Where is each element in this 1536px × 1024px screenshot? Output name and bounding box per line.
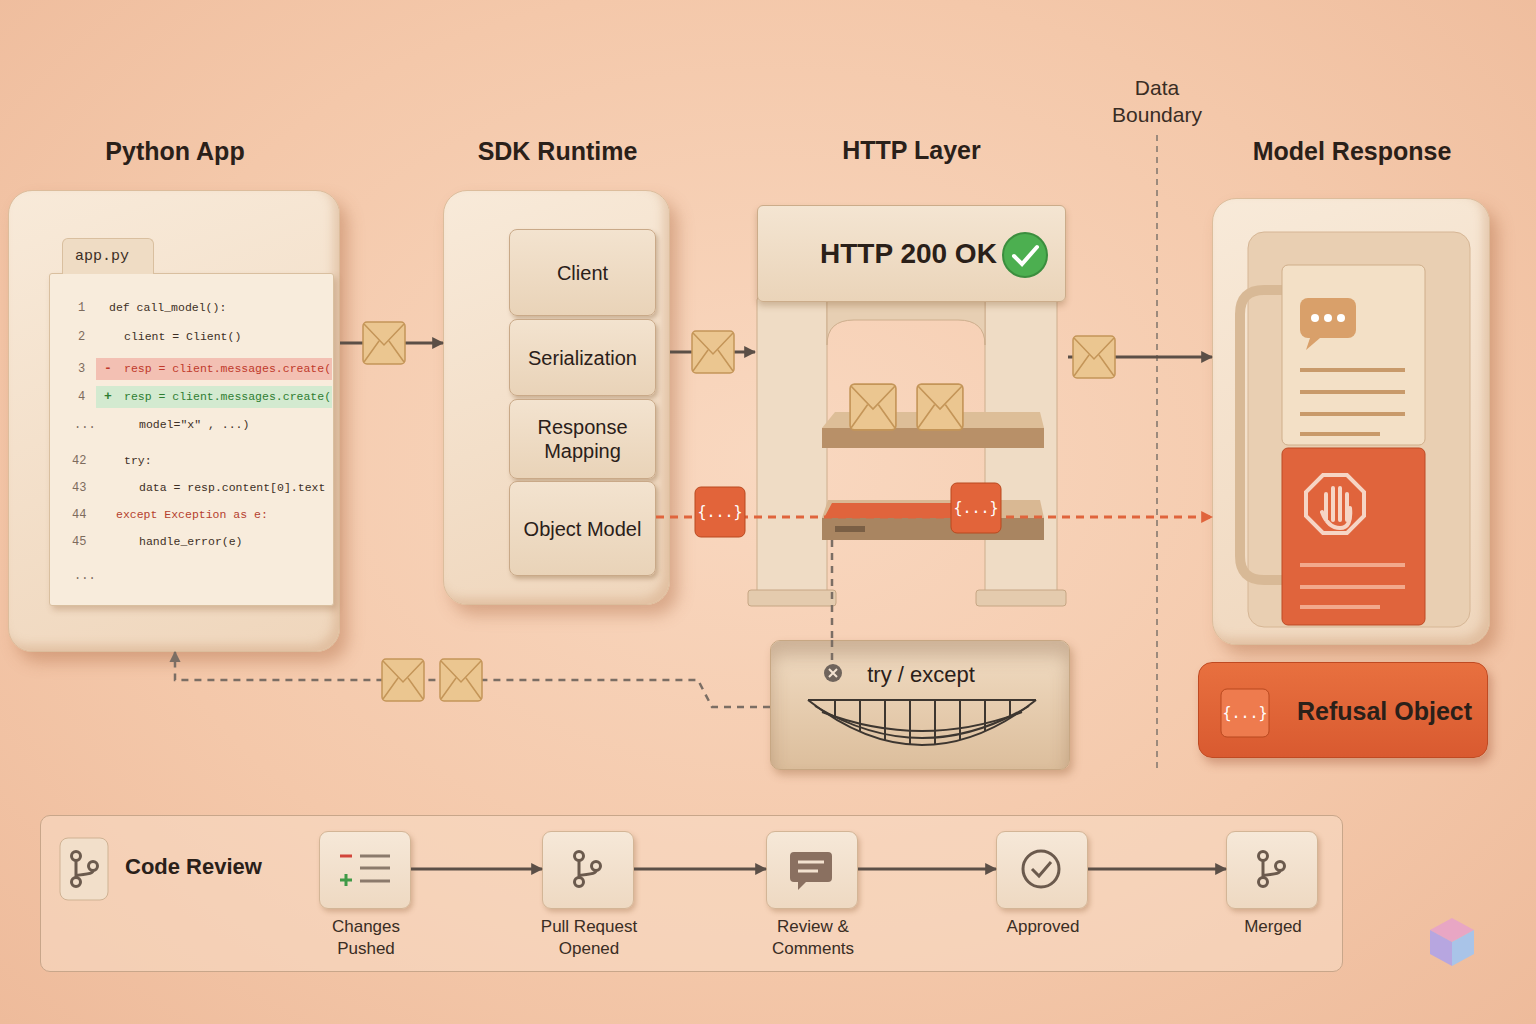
response-panel: Model Response [1212,198,1490,645]
catch-net [808,700,1036,745]
step-caption: Review & Comments [760,916,866,960]
review-band: Changes PushedPull Request OpenedReview … [40,815,1343,972]
connector-arrow [411,868,542,871]
code-window: app.py1def call_model():2client = Client… [49,273,334,606]
boundary-label: Data Boundary [1102,74,1212,128]
review-step: Merged [1226,831,1318,909]
added-line: resp = client.messages.create( [96,386,332,408]
response-art [1240,232,1470,627]
http-gate: HTTP 200 OKHTTP Layer [755,205,1068,605]
status-check [1003,233,1047,277]
envelope-icons [363,322,1115,701]
step-caption: Pull Request Opened [536,916,642,960]
status-sign: HTTP 200 OK [757,205,1066,302]
status-text: HTTP 200 OK [820,236,997,272]
sdk-layer: Client [509,229,656,316]
net-label: try / except [771,661,1071,689]
diff-marker: + [104,386,112,408]
code-line: except Exception as e: [116,504,268,526]
shelf-drop [824,540,842,682]
box-label: Serialization [510,320,655,395]
connector-arrow [634,868,766,871]
step-caption: Merged [1220,916,1326,938]
line-number: 44 [72,504,86,526]
sdk-panel: ClientSerializationResponse MappingObjec… [443,190,670,605]
connector-arrow [1088,868,1226,871]
step-caption: Approved [990,916,1096,938]
sdk-layer: Response Mapping [509,399,656,479]
connector-arrow [831,605,834,640]
code-line: try: [124,450,152,472]
connector-arrow [858,868,996,871]
connector-arrow [340,342,443,345]
catch-net: try / except [770,640,1070,770]
badge-text: Refusal Object [1297,695,1472,727]
step-caption: Changes Pushed [313,916,419,960]
code-line: handle_error(e) [139,531,243,553]
json-glyph: {...} [951,496,1001,520]
watermark-cube [1430,918,1474,966]
code-line: client = Client() [124,326,241,348]
line-number: 43 [72,477,86,499]
panel-heading: Python App [9,136,341,166]
diff-marker: - [104,358,112,380]
app-panel: app.py 1 def call_model(): 2 client = Client… [8,190,340,652]
line-number: 2 [78,326,85,348]
json-cubes [695,483,1269,737]
file-tab: app.py [62,238,154,274]
line-number: 45 [72,531,86,553]
line-number: 4 [78,386,85,408]
band-heading: Code Review [125,853,262,881]
review-step: Pull Request Opened [542,831,634,909]
box-label: Response Mapping [510,400,655,478]
box-label: Client [510,230,655,315]
json-glyph: {...} [695,500,745,524]
panel-heading: Model Response [1213,136,1491,166]
review-step: Review & Comments [766,831,858,909]
review-icons [60,838,1285,900]
box-label: Object Model [510,482,655,575]
line-number: 3 [78,358,85,380]
connector-arrow [670,351,755,354]
connector-arrow [175,652,770,707]
line-number: 1 [78,297,85,319]
connector-arrow [656,516,1212,519]
boundary-line [1156,135,1158,770]
code-line: data = resp.content[0].text [139,477,325,499]
line-number: 42 [72,450,86,472]
sdk-layer: Object Model [509,481,656,576]
gate-structure [748,296,1066,606]
connector-arrow [1068,356,1212,359]
panel-heading: HTTP Layer [755,135,1068,165]
code-line: def call_model(): [109,297,226,319]
review-step: Changes Pushed [319,831,411,909]
panel-heading: SDK Runtime [424,136,691,166]
line-number: ... [74,414,96,436]
review-step: Approved [996,831,1088,909]
refusal-badge: Refusal Object [1198,662,1488,758]
removed-line: resp = client.messages.create( [96,358,332,380]
sdk-layer: Serialization [509,319,656,396]
code-line: model="x" , ...) [139,414,249,436]
line-number: ... [74,565,96,587]
